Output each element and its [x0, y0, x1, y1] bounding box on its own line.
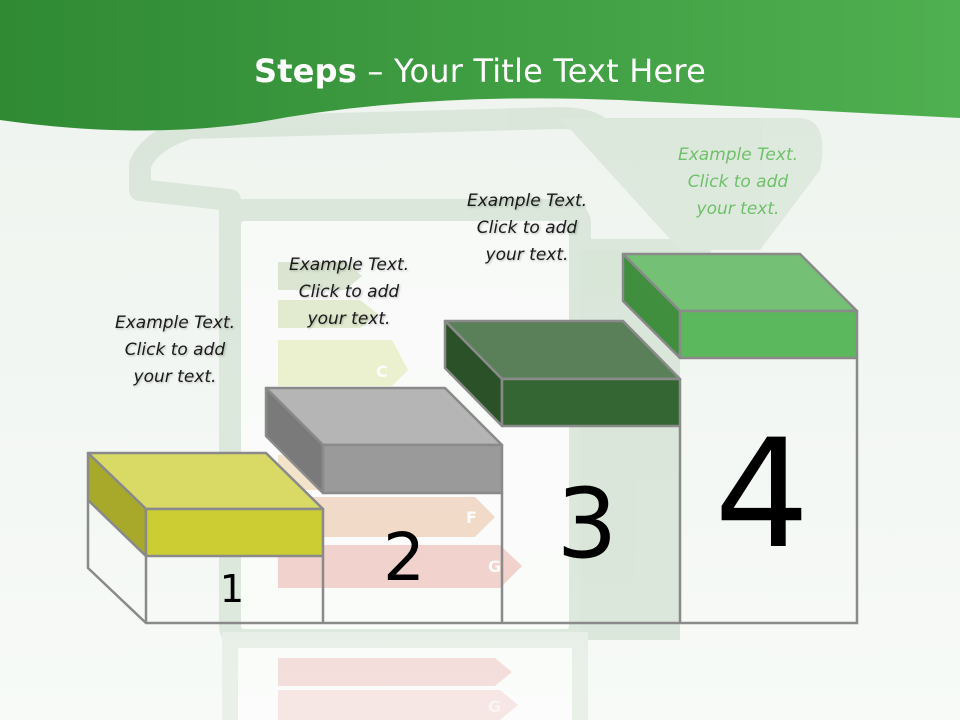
step-3-block: [443, 319, 682, 428]
step-4-caption-line-1: Example Text.: [677, 145, 799, 165]
step-3-number: 3: [556, 468, 618, 580]
step-1-caption-line-3: your text.: [133, 367, 217, 387]
step-1-block: [86, 451, 325, 558]
step-1-caption[interactable]: Example Text. Click to add your text.: [85, 310, 265, 391]
step-4-number: 4: [714, 408, 810, 582]
step-1-caption-line-2: Click to add: [124, 340, 226, 360]
step-4-caption-line-2: Click to add: [687, 172, 789, 192]
step-2-block: [264, 386, 504, 495]
background-letters: C F G G: [376, 362, 501, 716]
letter-g-reflection: G: [488, 697, 501, 716]
title-bold: Steps: [254, 52, 358, 90]
title-rest: – Your Title Text Here: [357, 52, 706, 90]
step-2-caption-line-3: your text.: [307, 309, 391, 329]
letter-c: C: [376, 362, 388, 381]
letter-f: F: [466, 508, 477, 527]
step-3-caption-line-2: Click to add: [476, 218, 578, 238]
step-1-number: 1: [219, 567, 245, 611]
letter-g: G: [488, 557, 501, 576]
step-4-caption[interactable]: Example Text. Click to add your text.: [648, 142, 828, 223]
step-3-caption-line-1: Example Text.: [466, 191, 588, 211]
step-2-caption-line-1: Example Text.: [288, 255, 410, 275]
step-3-caption-line-3: your text.: [485, 245, 569, 265]
step-2-caption-line-2: Click to add: [298, 282, 400, 302]
slide-title[interactable]: Steps – Your Title Text Here: [0, 52, 960, 90]
step-3-caption[interactable]: Example Text. Click to add your text.: [437, 188, 617, 269]
step-2-number: 2: [383, 519, 425, 596]
step-1-caption-line-1: Example Text.: [114, 313, 236, 333]
header-band: [0, 0, 960, 131]
step-2-caption[interactable]: Example Text. Click to add your text.: [259, 252, 439, 333]
step-4-caption-line-3: your text.: [696, 199, 780, 219]
step-4-block: [621, 252, 859, 360]
